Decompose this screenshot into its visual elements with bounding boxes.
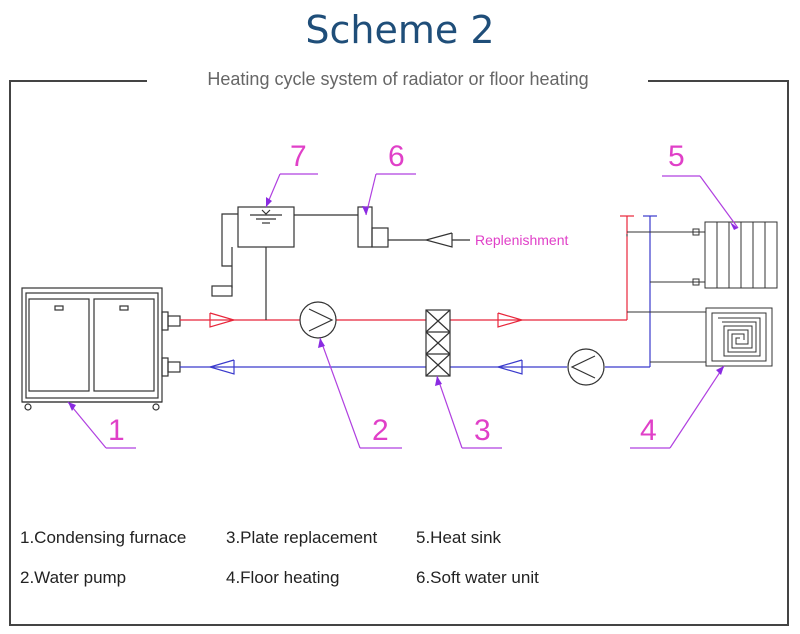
floor-heating [705,307,773,367]
callout-1: 1 [108,414,125,447]
callout-6: 6 [388,140,405,173]
page-title: Scheme 2 [305,8,495,52]
branch-pipes [626,228,706,363]
callout-leaders [67,173,739,449]
callout-arrowheads [68,197,738,411]
legend-item-soft-water-unit: 6.Soft water unit [416,568,539,587]
supply-pipe [180,215,634,328]
return-pipe [180,215,657,375]
callout-2: 2 [372,414,389,447]
legend-item-heat-sink: 5.Heat sink [416,528,502,547]
water-pump-return [567,348,605,386]
replenishment-label: Replenishment [475,232,568,248]
expansion-tank [211,206,358,320]
plate-heat-exchanger [425,309,451,377]
soft-water-unit [357,206,470,248]
legend-item-plate-replacement: 3.Plate replacement [226,528,378,547]
condensing-furnace [21,287,181,411]
callout-5: 5 [668,140,685,173]
legend-item-condensing-furnace: 1.Condensing furnace [20,528,187,547]
callout-3: 3 [474,414,491,447]
diagram-subtitle: Heating cycle system of radiator or floo… [150,69,646,90]
frame-top-left-border [9,80,147,82]
diagram-frame [9,80,789,626]
water-pump-supply [299,301,337,339]
heat-sink [700,221,778,289]
legend-item-water-pump: 2.Water pump [20,568,127,587]
legend-item-floor-heating: 4.Floor heating [226,568,340,587]
callout-7: 7 [290,140,307,173]
callout-4: 4 [640,414,657,447]
frame-top-right-border [648,80,789,82]
